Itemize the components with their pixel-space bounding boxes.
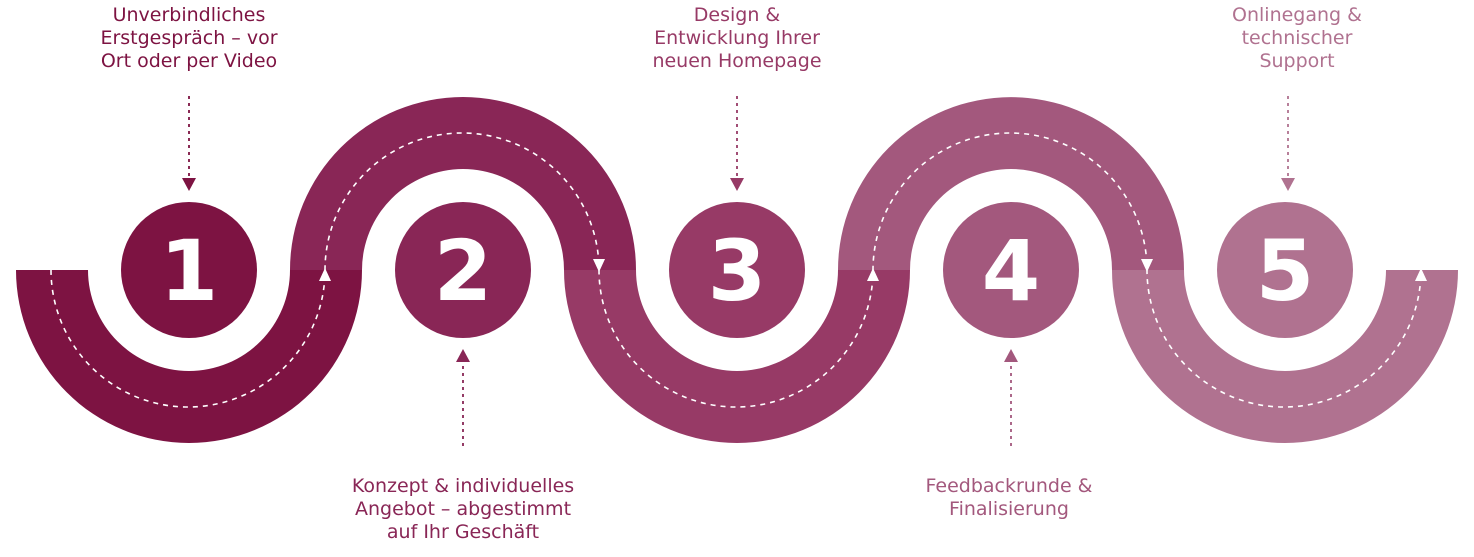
arrow-down-icon bbox=[1281, 178, 1295, 191]
step-number-5: 5 bbox=[1256, 222, 1314, 320]
step-number-4: 4 bbox=[982, 222, 1040, 320]
step-circle-2: 2 bbox=[395, 202, 531, 338]
step-label-5: Onlinegang & technischer Support bbox=[1232, 4, 1362, 72]
dashed-guide-line bbox=[50, 132, 1422, 408]
wave-segment-1 bbox=[16, 270, 362, 443]
step-label-3: Design & Entwicklung Ihrer neuen Homepag… bbox=[652, 4, 822, 72]
arrow-down-icon bbox=[182, 178, 196, 191]
arrow-down-icon bbox=[593, 259, 605, 272]
step-number-1: 1 bbox=[160, 222, 218, 320]
step-circle-1: 1 bbox=[121, 202, 257, 338]
step-label-1: Unverbindliches Erstgespräch – vor Ort o… bbox=[100, 4, 278, 72]
arrow-up-icon bbox=[1415, 268, 1427, 281]
step-circle-3: 3 bbox=[669, 202, 805, 338]
arrow-down-icon bbox=[730, 178, 744, 191]
arrow-down-icon bbox=[1141, 259, 1153, 272]
wave-segment-5 bbox=[1112, 270, 1458, 443]
wave-segment-4 bbox=[838, 97, 1184, 270]
step-number-3: 3 bbox=[708, 222, 766, 320]
arrow-up-icon bbox=[319, 268, 331, 281]
step-number-2: 2 bbox=[434, 222, 492, 320]
wave-segment-2 bbox=[290, 97, 636, 270]
step-circle-4: 4 bbox=[943, 202, 1079, 338]
step-label-4: Feedbackrunde & Finalisierung bbox=[925, 475, 1093, 520]
arrow-up-icon bbox=[867, 268, 879, 281]
step-label-2: Konzept & individuelles Angebot – abgest… bbox=[351, 475, 575, 543]
arrow-up-icon bbox=[456, 349, 470, 362]
wave-segment-3 bbox=[564, 270, 910, 443]
arrow-up-icon bbox=[1004, 349, 1018, 362]
step-circle-5: 5 bbox=[1217, 202, 1353, 338]
